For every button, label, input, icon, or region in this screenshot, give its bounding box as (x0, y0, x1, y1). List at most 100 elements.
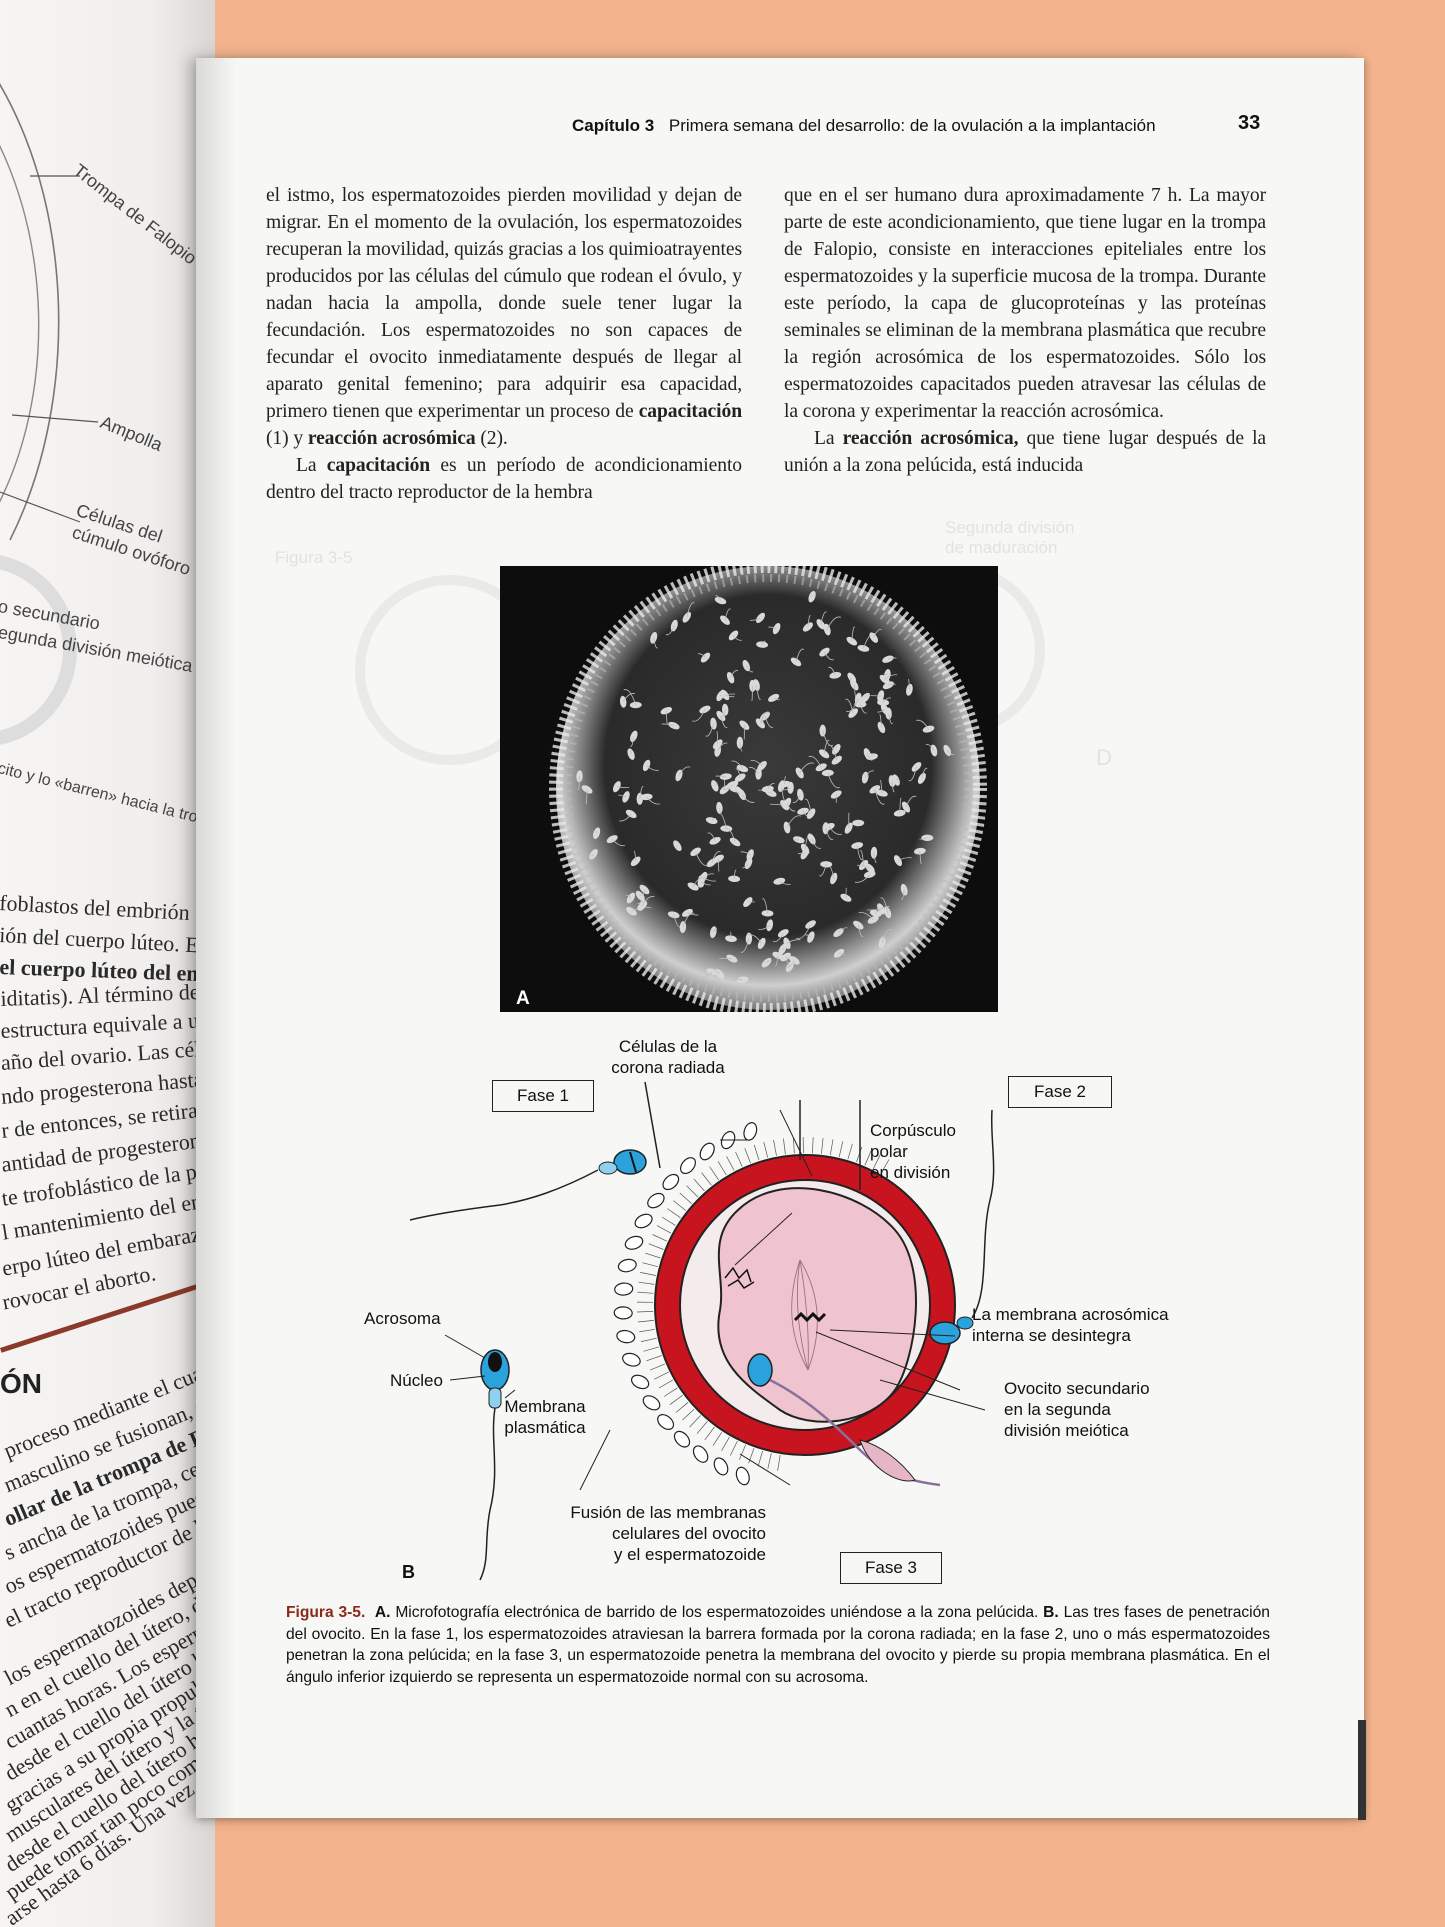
sperm-tail-mark (732, 978, 743, 981)
sperm-head-mark (808, 590, 816, 603)
sperm-tail-mark (773, 697, 780, 701)
label-line: y el espermatozoide (613, 1545, 766, 1564)
corona-process (686, 1185, 699, 1198)
sperm-tail-mark (700, 881, 711, 886)
corona-process (838, 1141, 844, 1157)
sperm-head-mark (768, 693, 780, 702)
sperm-tail-mark (792, 794, 801, 803)
phase-1-box: Fase 1 (492, 1080, 594, 1112)
corona-process (864, 1150, 872, 1166)
sperm-tail-mark (881, 928, 893, 943)
sperm-tail-mark (908, 678, 910, 690)
corona-process (693, 1178, 705, 1192)
sperm-tail-mark (826, 616, 842, 630)
label-line: Fusión de las membranas (570, 1503, 766, 1522)
corona-process (679, 1192, 692, 1204)
label-line: Membrana (504, 1397, 586, 1416)
corona-process (669, 1394, 683, 1405)
corona-process (748, 1448, 755, 1464)
sperm-tail-mark (661, 723, 675, 726)
corona-process (821, 1137, 824, 1154)
sperm-tail-mark (838, 927, 848, 933)
corona-process (872, 1154, 881, 1170)
label-polar-body: Corpúsculo polar en división (870, 1120, 956, 1183)
sperm-head-mark (699, 705, 711, 714)
left-page-diagram (0, 83, 99, 745)
sperm-tail-mark (577, 776, 580, 790)
sperm-tail-mark (665, 625, 675, 636)
sperm-head-mark (853, 920, 864, 930)
corona-process (880, 1159, 890, 1174)
corona-process (792, 1137, 795, 1154)
sperm-head-mark (712, 739, 723, 749)
label-membrane-fusion: Fusión de las membranas celulares del ov… (516, 1502, 766, 1565)
sperm-tail-mark (717, 742, 728, 752)
sperm-tail-mark (899, 797, 902, 814)
page-number: 33 (1238, 112, 1261, 134)
sperm-head-mark (831, 755, 842, 765)
caption-b-label: B. (1043, 1604, 1059, 1621)
sperm-tail-mark (804, 833, 811, 850)
sperm-head-mark (911, 762, 922, 772)
corona-cell (642, 1395, 661, 1411)
corona-process (673, 1200, 687, 1211)
sperm-tail-mark (823, 739, 830, 754)
corona-process (739, 1444, 746, 1460)
bold-term: capacitación (638, 401, 742, 422)
sperm-tail-mark (711, 851, 721, 863)
sperm-tail-mark (824, 651, 834, 661)
sperm-tail-mark (828, 826, 842, 835)
label-line: corona radiada (611, 1058, 725, 1077)
corona-cell (735, 1466, 750, 1486)
corona-process (812, 1137, 814, 1154)
sperm-tail-mark (897, 857, 912, 861)
caption-figure-label: Figura 3-5. (286, 1604, 366, 1621)
sperm-tail-mark (707, 832, 716, 841)
sperm-head-mark (888, 775, 896, 788)
sperm-tail-mark (874, 789, 885, 805)
sperm-head-mark (830, 790, 842, 799)
sperm-tail-mark (768, 626, 777, 629)
sperm-tail-mark (740, 851, 751, 856)
sperm-tail-mark (712, 927, 718, 933)
corona-process (638, 1281, 655, 1285)
panel-a-label: A (516, 988, 530, 1009)
sperm-tail-mark (715, 775, 726, 777)
sperm-tail-mark (758, 924, 770, 930)
sperm-tail-mark (653, 637, 658, 649)
corona-cell (699, 1142, 715, 1161)
sperm-head-mark (720, 615, 730, 625)
corona-cell (613, 1306, 633, 1320)
sperm-tail-mark (733, 635, 742, 641)
sperm-tail-mark (786, 803, 796, 812)
sperm-head-mark (679, 921, 687, 934)
sperm-tail-mark (853, 684, 857, 699)
chapter-label: Capítulo 3 (572, 116, 655, 135)
sperm-tail-mark (818, 864, 827, 877)
corona-process (701, 1172, 712, 1186)
sperm-tail-mark (733, 869, 737, 879)
show-through-text: Segunda división (945, 518, 1075, 537)
left-page-fragment: Trompa de Falopio Ampolla Células del cú… (0, 0, 215, 1927)
sperm-tail-mark (879, 714, 882, 728)
sperm-tail-mark (864, 694, 869, 698)
micrograph-image (500, 559, 998, 1017)
paragraph: La reacción acrosómica, que tiene lugar … (784, 425, 1266, 479)
corona-process (663, 1387, 678, 1397)
text-run: que tiene lugar después de la unión a la… (784, 428, 1267, 476)
sperm-tail-mark (756, 684, 761, 700)
sperm-head-mark (734, 773, 746, 782)
sperm-head-mark (780, 952, 791, 962)
sperm-tail-mark (870, 695, 881, 697)
sperm-tail-mark (845, 698, 854, 714)
sperm-tail-mark (849, 677, 853, 681)
text-column-left: el istmo, los espermatozoides pierden mo… (266, 182, 742, 506)
left-section-heading: ÓN (0, 1368, 42, 1399)
sperm-tail-mark (747, 934, 763, 944)
corona-process (729, 1440, 738, 1456)
sperm-tail-mark (731, 760, 743, 769)
text-run: La (814, 428, 843, 449)
sperm-head-mark (819, 724, 826, 737)
sperm-head-mark (687, 882, 699, 891)
sperm-tail-mark (884, 674, 898, 680)
